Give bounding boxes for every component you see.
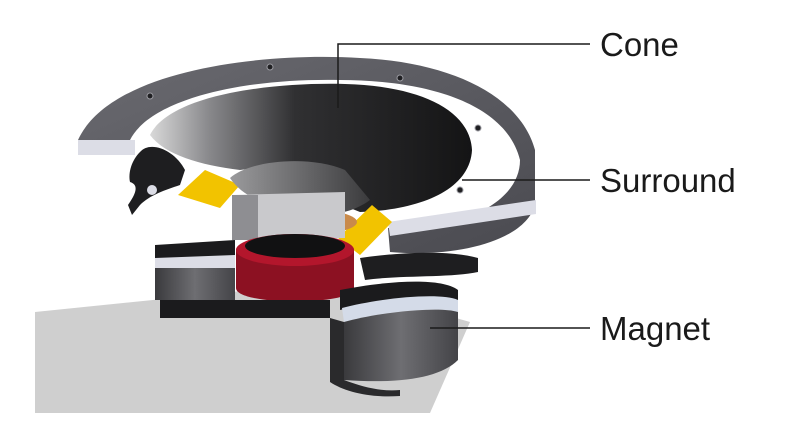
magnet-left-edge — [155, 255, 235, 268]
magnet-left-body — [155, 268, 235, 300]
coil-opening — [245, 234, 345, 258]
magnet-label: Magnet — [600, 310, 710, 347]
mounting-hole — [474, 124, 482, 132]
mounting-holes — [146, 63, 482, 194]
cone-leader-line — [337, 43, 590, 108]
terminal-bracket — [128, 146, 185, 215]
frame-ring — [78, 56, 535, 254]
front-bracket — [360, 252, 478, 280]
magnet-right-highlight — [342, 296, 458, 322]
pole-block — [232, 192, 345, 240]
magnet-right-base — [330, 318, 400, 397]
cone-label: Cone — [600, 26, 679, 63]
frame-edge-right — [388, 200, 536, 236]
frame-edge-left — [78, 140, 135, 155]
leader-lines — [337, 43, 590, 329]
spider-right — [338, 205, 392, 255]
cone-body — [150, 83, 472, 212]
terminal-hole — [147, 185, 157, 195]
spider-left — [178, 170, 240, 208]
surround-label: Surround — [600, 162, 736, 199]
magnet-left-base — [160, 300, 330, 318]
mounting-hole — [266, 63, 274, 71]
magnet-right-body — [344, 309, 458, 382]
mounting-hole — [396, 74, 404, 82]
mounting-hole — [146, 92, 154, 100]
pole-block-shade — [232, 195, 258, 240]
mounting-hole — [456, 186, 464, 194]
